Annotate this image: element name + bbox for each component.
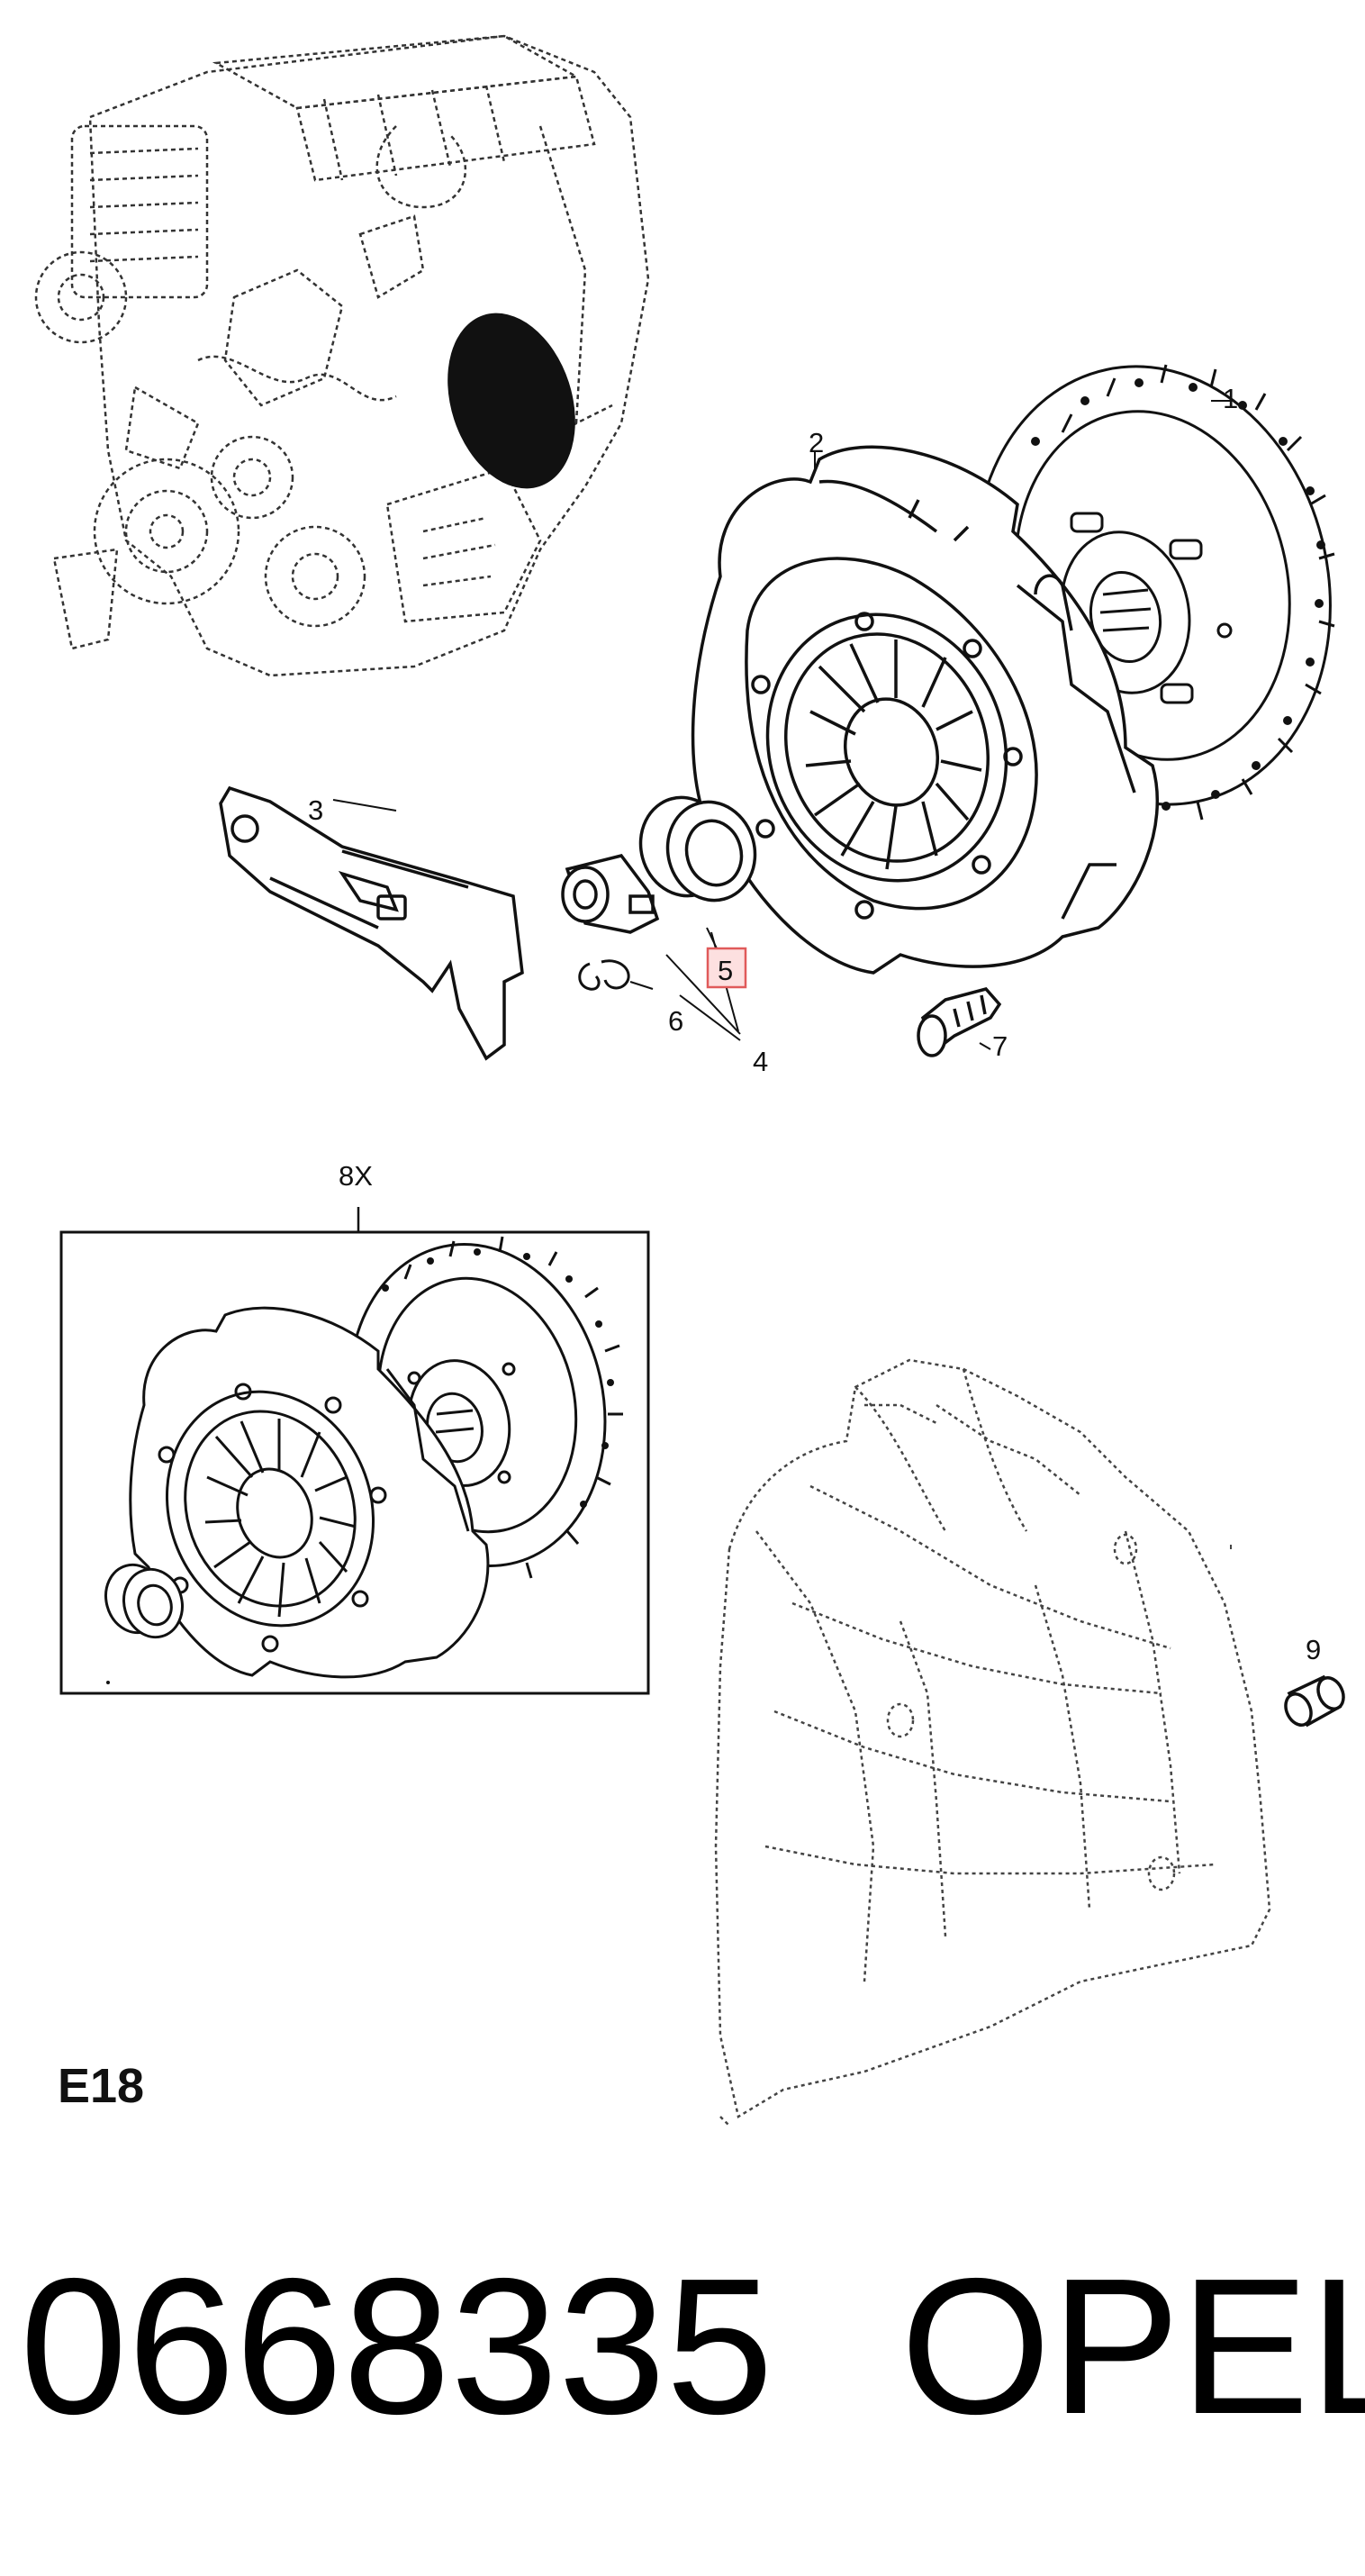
transmission-housing — [714, 1358, 1271, 2127]
bolt — [917, 987, 1002, 1057]
callout-7: 7 — [992, 1030, 1008, 1062]
callout-5: 5 — [718, 955, 733, 986]
kit-release-bearing — [104, 1563, 184, 1639]
callout-4: 4 — [753, 1046, 768, 1077]
section-code: E18 — [58, 2059, 144, 2113]
release-fork — [219, 785, 524, 1061]
clutch-kit-box — [59, 1230, 650, 1695]
callout-3: 3 — [308, 794, 323, 826]
exploded-parts-diagram: 1 2 3 4 5 6 7 8X 9 E18 — [34, 34, 1345, 2127]
callout-9: 9 — [1306, 1634, 1321, 1665]
callout-8x: 8X — [339, 1160, 373, 1192]
callout-2: 2 — [809, 427, 824, 458]
retaining-clip — [578, 959, 630, 991]
part-number: 0668335 — [20, 2237, 774, 2454]
engine-illustration — [34, 34, 650, 677]
callout-6: 6 — [668, 1005, 683, 1037]
release-bearing — [638, 795, 757, 903]
brand-name: OPEL — [900, 2237, 1365, 2454]
bushing — [1284, 1674, 1345, 1728]
flywheel-highlight — [447, 313, 575, 489]
callout-1: 1 — [1223, 383, 1238, 414]
callout-5-highlight — [706, 947, 747, 989]
release-bearing-sleeve — [561, 854, 660, 934]
pressure-plate — [691, 445, 1160, 975]
